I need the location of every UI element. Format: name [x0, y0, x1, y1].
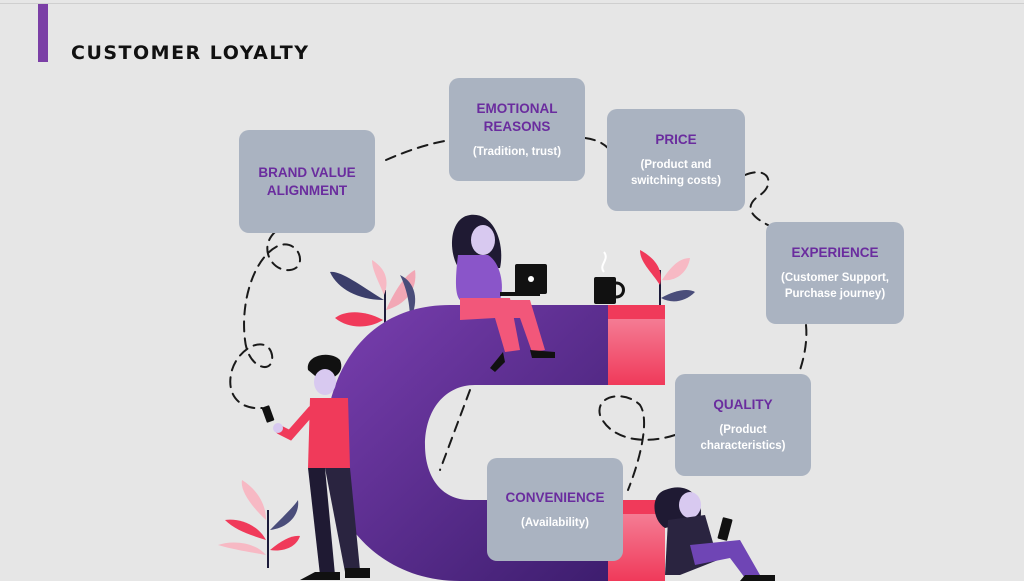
card-subtitle: (Tradition, trust) — [472, 145, 562, 158]
card-convenience: CONVENIENCE (Availability) — [487, 458, 623, 561]
coffee-cup-icon — [594, 251, 625, 304]
title-accent-bar — [38, 4, 48, 62]
card-title: BRAND VALUE ALIGNMENT — [258, 164, 356, 198]
card-title: CONVENIENCE — [505, 489, 605, 505]
plant-leaves-icon — [330, 260, 416, 335]
card-subtitle: (Product and switching costs) — [630, 159, 722, 187]
plant-leaves-icon — [218, 480, 300, 568]
card-brand-value-alignment: BRAND VALUE ALIGNMENT — [239, 130, 375, 233]
card-title: EMOTIONAL REASONS — [476, 100, 558, 134]
card-subtitle: (Customer Support, Purchase journey) — [781, 272, 889, 300]
card-title: PRICE — [655, 132, 697, 147]
card-title: EXPERIENCE — [791, 245, 879, 260]
dashed-connector — [229, 137, 808, 491]
top-divider — [0, 3, 1024, 4]
girl-tablet-illustration — [654, 487, 775, 581]
card-experience: EXPERIENCE (Customer Support, Purchase j… — [766, 222, 904, 324]
woman-laptop-illustration — [451, 214, 555, 372]
man-phone-illustration — [261, 354, 370, 580]
card-subtitle: (Availability) — [521, 516, 589, 529]
card-subtitle: (Product characteristics) — [700, 424, 786, 452]
slide-title: CUSTOMER LOYALTY — [71, 42, 310, 64]
plant-leaves-icon — [640, 250, 695, 305]
card-emotional-reasons: EMOTIONAL REASONS (Tradition, trust) — [449, 78, 585, 181]
card-price: PRICE (Product and switching costs) — [607, 109, 745, 211]
card-title: QUALITY — [713, 397, 773, 412]
card-quality: QUALITY (Product characteristics) — [675, 374, 811, 476]
